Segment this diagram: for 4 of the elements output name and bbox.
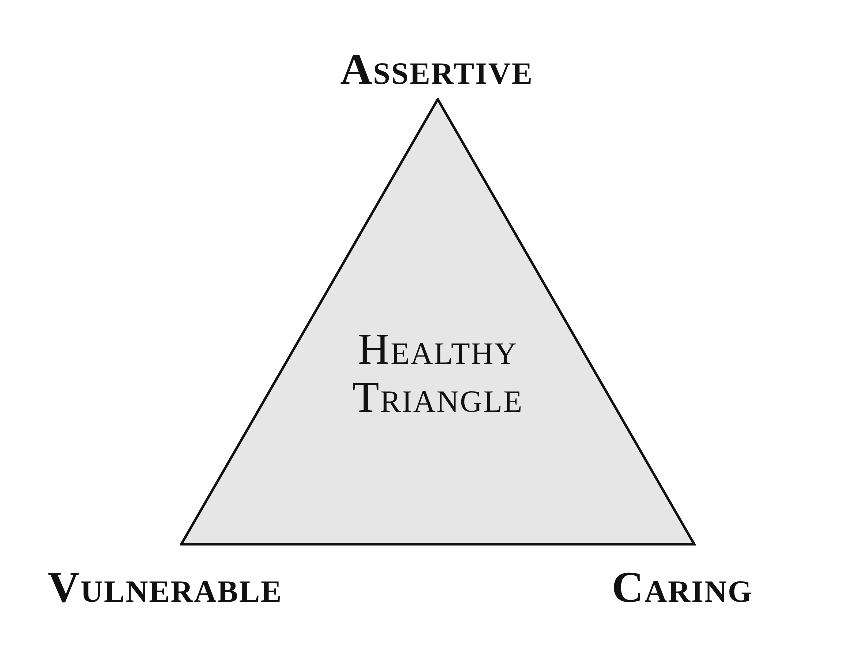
- triangle-label: Healthy Triangle: [352, 326, 524, 423]
- corner-label: Vulnerable: [48, 566, 283, 610]
- corner-label: Caring: [612, 566, 754, 610]
- corner-label: Assertive: [340, 48, 534, 92]
